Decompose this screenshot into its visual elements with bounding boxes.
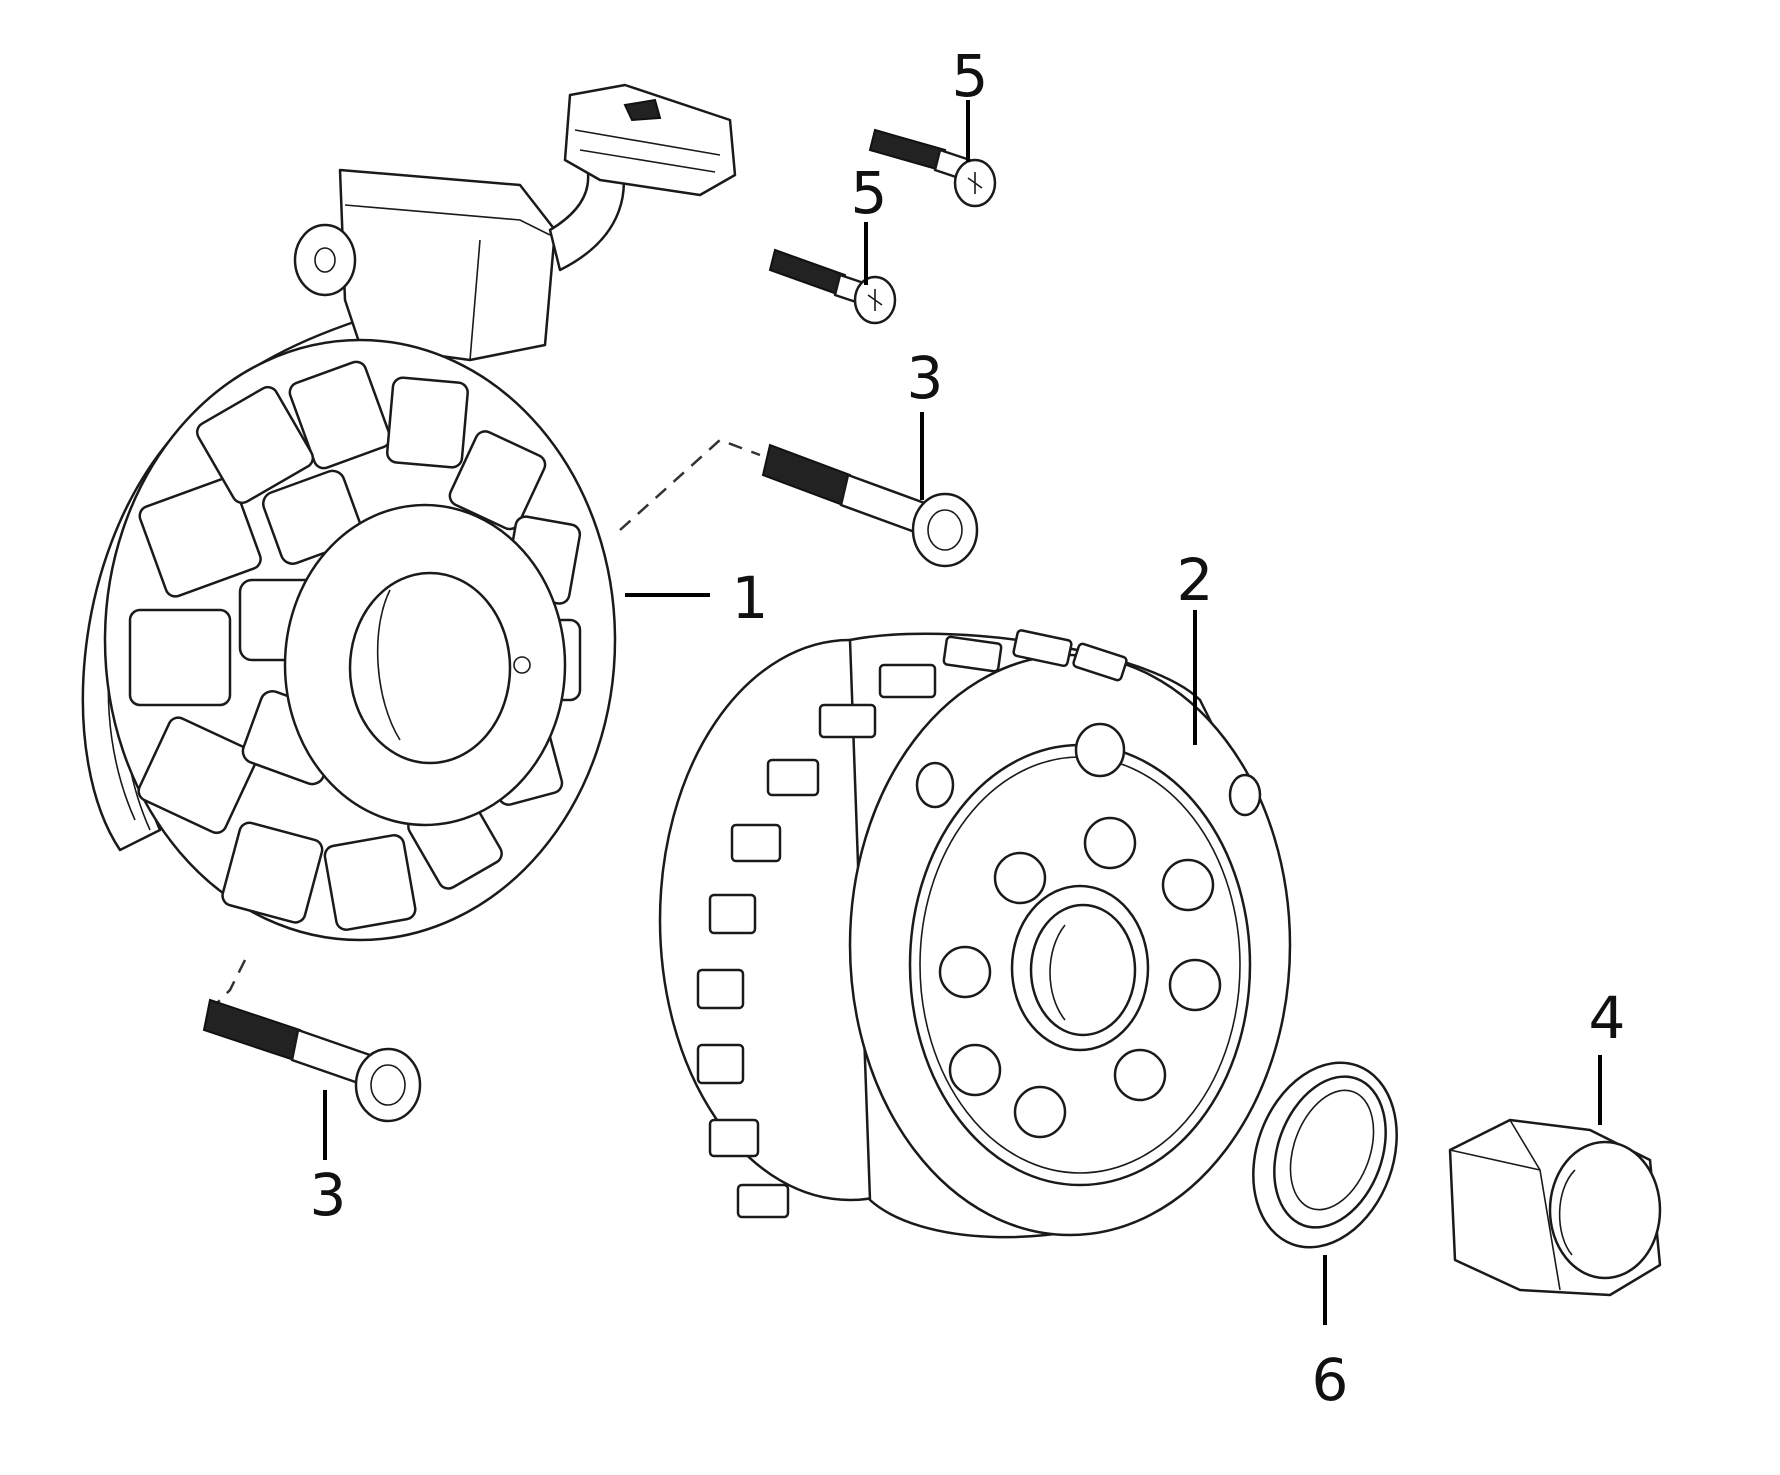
screw-lower xyxy=(768,248,897,325)
callout-1: 1 xyxy=(731,564,769,632)
screw-upper xyxy=(868,128,997,208)
bolt-bottom xyxy=(202,998,422,1123)
callout-6: 6 xyxy=(1311,1346,1349,1414)
bolt-right xyxy=(761,443,979,568)
stator-assembly xyxy=(81,83,737,942)
callout-3-bottom: 3 xyxy=(309,1161,347,1229)
callout-5-lower: 5 xyxy=(850,159,888,227)
nut xyxy=(1448,1118,1662,1297)
washer xyxy=(1252,1061,1398,1249)
rotor-flywheel xyxy=(658,629,1292,1239)
callout-2: 2 xyxy=(1176,546,1214,614)
callout-5-upper: 5 xyxy=(951,42,989,110)
alignment-line-top xyxy=(619,438,761,531)
callout-3-right: 3 xyxy=(906,344,944,412)
callout-4: 4 xyxy=(1588,984,1626,1052)
